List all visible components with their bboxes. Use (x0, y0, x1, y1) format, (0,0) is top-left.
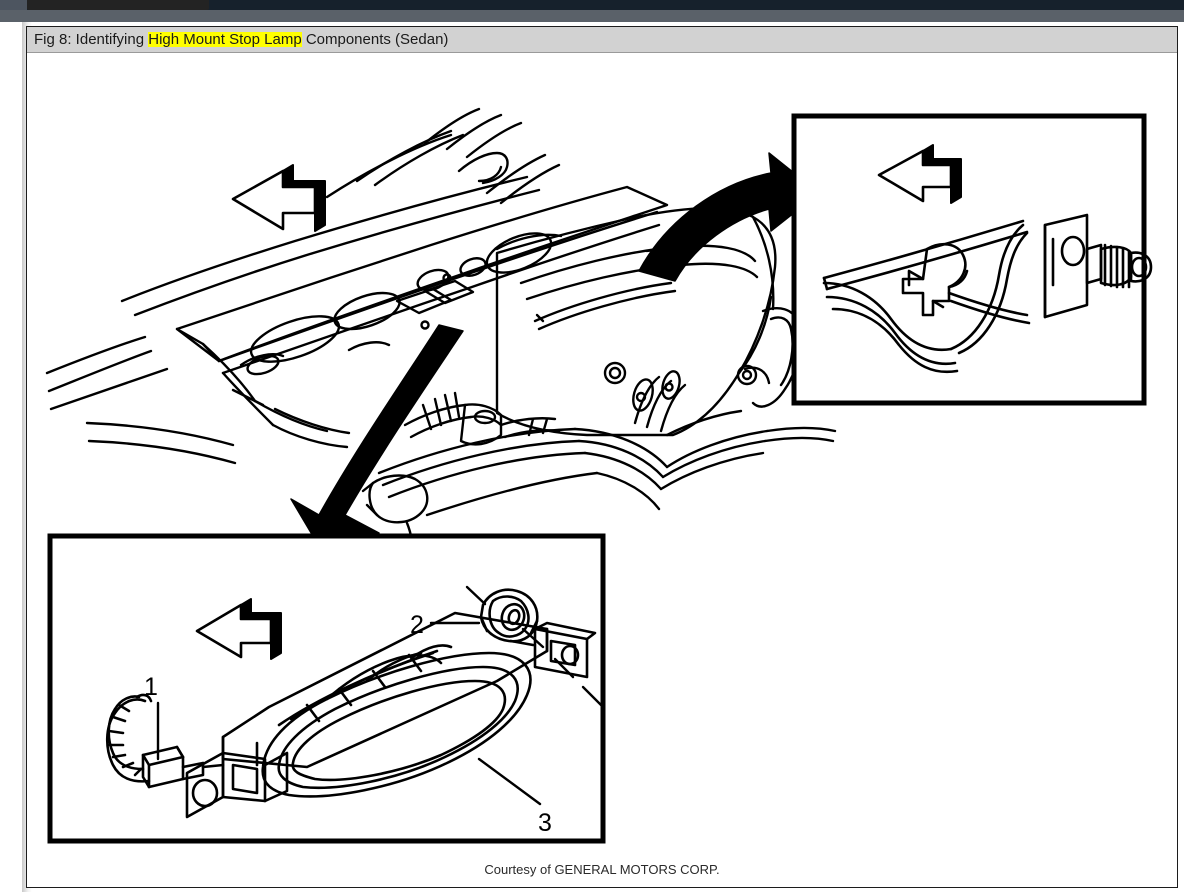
callout-leader-lines (156, 621, 542, 806)
caption-prefix: Fig 8: Identifying (34, 31, 149, 48)
caption-highlight-term: High Mount Stop Lamp (148, 31, 302, 48)
forward-direction-block-arrow-main (231, 164, 326, 232)
forward-direction-block-arrow-stud-inset (877, 144, 962, 204)
inset-stud-detail (791, 113, 1153, 406)
callout-3: 3 (538, 809, 552, 837)
callout-1: 1 (144, 673, 158, 701)
callout-2: 2 (410, 611, 424, 639)
browser-toolbar[interactable] (0, 10, 1184, 22)
figure-canvas: 1 2 3 (27, 53, 1177, 887)
browser-tab[interactable] (27, 0, 209, 10)
browser-chrome-strip (0, 0, 1184, 22)
figure-caption-bar: Fig 8: Identifying High Mount Stop Lamp … (27, 27, 1177, 53)
chrome-strip-left-gap (0, 0, 27, 10)
callout-numbers: 1 2 3 (144, 611, 552, 837)
main-illustration (45, 107, 837, 553)
inset-lamp-assembly: 1 2 3 (47, 533, 606, 844)
technical-illustration: 1 2 3 (27, 53, 1177, 887)
figure-page: Fig 8: Identifying High Mount Stop Lamp … (26, 26, 1178, 888)
forward-direction-block-arrow-lamp-inset (195, 598, 282, 660)
figure-footer-credit: Courtesy of GENERAL MOTORS CORP. (484, 862, 720, 877)
curved-arrow-to-lamp-inset (290, 324, 464, 554)
caption-suffix: Components (Sedan) (301, 31, 449, 48)
